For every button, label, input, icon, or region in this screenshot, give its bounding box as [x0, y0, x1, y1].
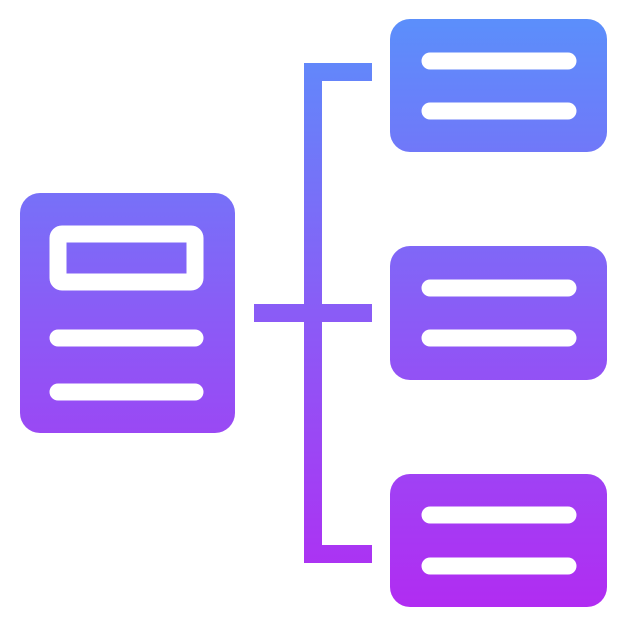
root-header-bar	[49, 225, 204, 291]
connector-lines	[254, 63, 372, 563]
branch-card	[390, 246, 607, 380]
branch-card	[390, 474, 607, 607]
branch-card	[390, 19, 607, 152]
branch-node-middle	[390, 246, 607, 380]
branch-node-bottom	[390, 474, 607, 607]
branch-node-top	[390, 19, 607, 152]
root-document-node	[20, 193, 235, 433]
root-document-card	[20, 193, 235, 433]
